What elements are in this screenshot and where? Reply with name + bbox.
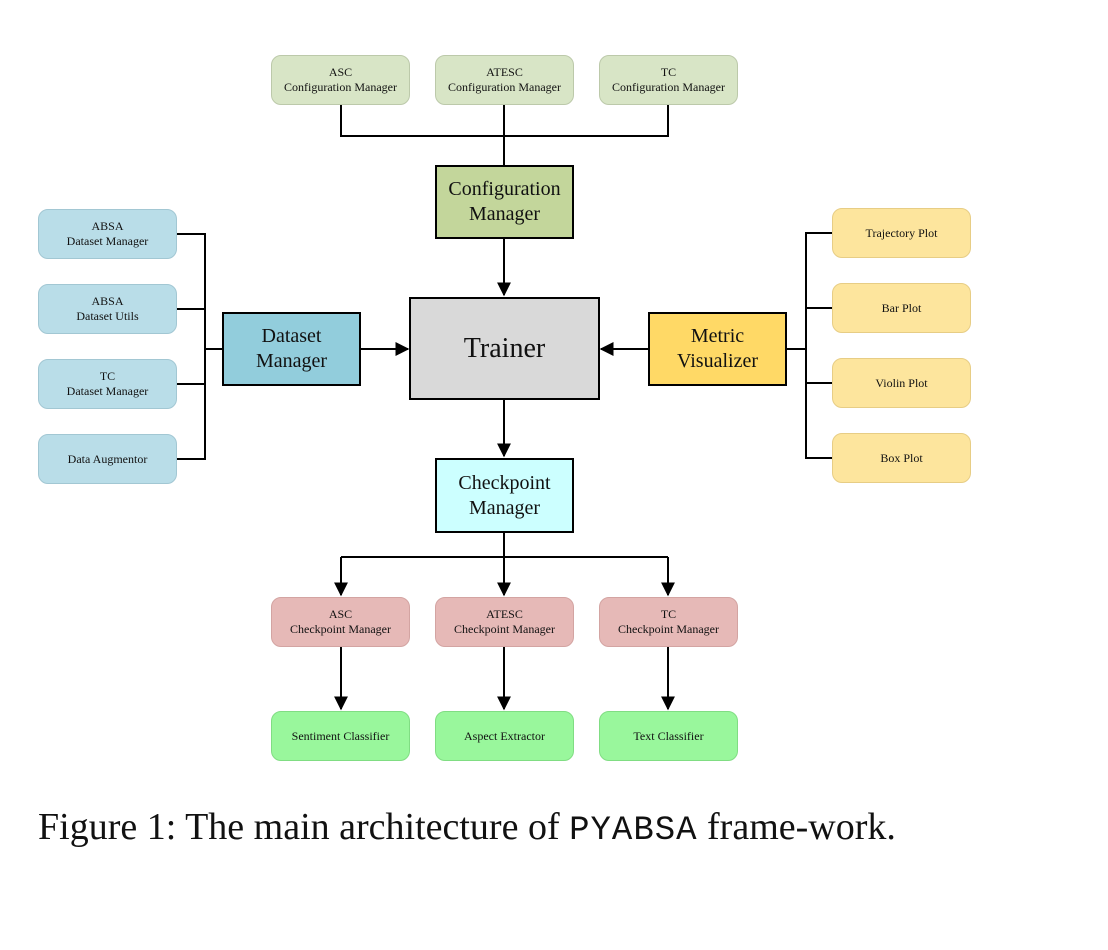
text-classifier-node: Text Classifier	[599, 711, 738, 761]
node-label: Trajectory Plot	[865, 225, 938, 240]
node-label-line1: ATESC	[486, 607, 523, 621]
node-label-line1: Metric	[690, 325, 745, 347]
node-label-line1: ASC	[328, 607, 353, 621]
checkpoint-manager-node: Checkpoint Manager	[435, 458, 574, 533]
absa-dataset-manager-node: ABSA Dataset Manager	[38, 209, 177, 259]
node-label-line1: ABSA	[91, 294, 124, 308]
node-label: Text Classifier	[633, 728, 704, 743]
node-label: Sentiment Classifier	[291, 728, 390, 743]
node-label-line2: Configuration Manager	[448, 80, 561, 94]
node-label: Aspect Extractor	[464, 728, 545, 743]
caption-suffix: frame-work.	[697, 806, 896, 848]
metric-visualizer-node: Metric Visualizer	[648, 312, 787, 386]
node-label-line2: Visualizer	[677, 350, 758, 372]
node-label-line2: Configuration Manager	[284, 80, 397, 94]
asc-config-manager-node: ASC Configuration Manager	[271, 55, 410, 105]
node-label-line2: Manager	[468, 496, 541, 519]
architecture-diagram: ASC Configuration Manager ATESC Configur…	[38, 55, 971, 761]
node-label-line1: TC	[660, 607, 677, 621]
plots-bracket-line	[805, 232, 832, 459]
node-label-line2: Dataset Utils	[76, 309, 139, 323]
box-plot-node: Box Plot	[832, 433, 971, 483]
aspect-extractor-node: Aspect Extractor	[435, 711, 574, 761]
node-label-line1: Dataset	[261, 325, 322, 347]
node-label-line1: ASC	[328, 65, 353, 79]
tc-dataset-manager-node: TC Dataset Manager	[38, 359, 177, 409]
node-label-line1: TC	[99, 369, 116, 383]
node-label: Data Augmentor	[67, 451, 148, 466]
node-label: Box Plot	[880, 450, 923, 465]
figure-caption: Figure 1: The main architecture of PYABS…	[38, 800, 978, 858]
trainer-node: Trainer	[409, 297, 600, 400]
tc-config-manager-node: TC Configuration Manager	[599, 55, 738, 105]
node-label-line2: Configuration Manager	[612, 80, 725, 94]
absa-dataset-utils-node: ABSA Dataset Utils	[38, 284, 177, 334]
node-label-line1: Checkpoint	[458, 471, 551, 494]
node-label-line2: Checkpoint Manager	[290, 622, 391, 636]
configuration-manager-node: Configuration Manager	[435, 165, 574, 239]
node-label-line1: Configuration	[448, 178, 561, 200]
sentiment-classifier-node: Sentiment Classifier	[271, 711, 410, 761]
asc-checkpoint-manager-node: ASC Checkpoint Manager	[271, 597, 410, 647]
caption-framework-name: PYABSA	[569, 812, 698, 850]
node-label: Trainer	[463, 333, 546, 364]
connector-lines	[177, 105, 832, 711]
caption-prefix: Figure 1: The main architecture of	[38, 806, 570, 848]
bar-plot-node: Bar Plot	[832, 283, 971, 333]
node-label-line1: ATESC	[486, 65, 523, 79]
data-augmentor-node: Data Augmentor	[38, 434, 177, 484]
node-label-line2: Manager	[468, 203, 541, 225]
node-label-line2: Checkpoint Manager	[618, 622, 719, 636]
dataset-bracket-line	[177, 233, 206, 460]
node-label-line1: ABSA	[91, 219, 124, 233]
atesc-config-manager-node: ATESC Configuration Manager	[435, 55, 574, 105]
node-label-line2: Manager	[255, 350, 328, 372]
node-label-line2: Checkpoint Manager	[454, 622, 555, 636]
violin-plot-node: Violin Plot	[832, 358, 971, 408]
node-label: Violin Plot	[875, 375, 928, 390]
node-label-line2: Dataset Manager	[66, 384, 149, 398]
node-label-line1: TC	[660, 65, 677, 79]
tc-checkpoint-manager-node: TC Checkpoint Manager	[599, 597, 738, 647]
node-label-line2: Dataset Manager	[66, 234, 149, 248]
dataset-manager-node: Dataset Manager	[222, 312, 361, 386]
atesc-checkpoint-manager-node: ATESC Checkpoint Manager	[435, 597, 574, 647]
node-label: Bar Plot	[881, 300, 922, 315]
trajectory-plot-node: Trajectory Plot	[832, 208, 971, 258]
